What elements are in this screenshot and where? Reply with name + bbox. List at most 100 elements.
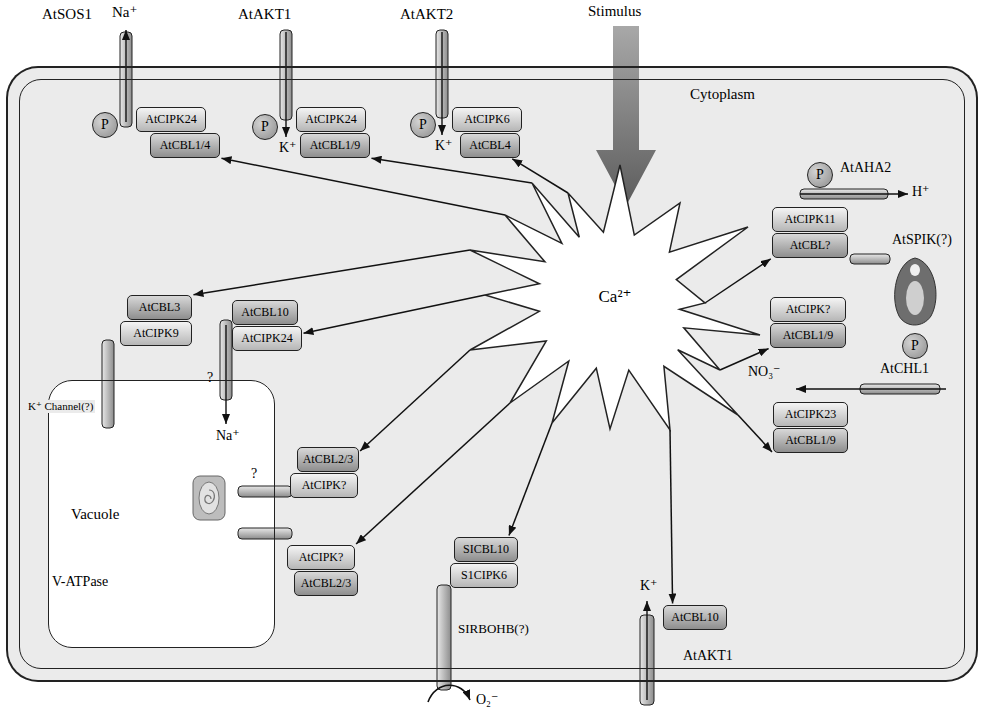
enzyme-symbol [437,585,451,690]
cell-outline: CytoplasmPAtCIPK24AtCBL1/4PAtCIPK24AtCBL… [8,68,976,680]
unknown-mark: ? [207,370,213,386]
node-text: P [816,167,824,182]
kinase-box: AtCIPK9 [120,321,192,346]
phospho-circle: P [252,114,278,140]
channel-symbol [102,340,114,428]
ion-label: K⁺ [435,138,453,154]
node-text: P [419,117,427,132]
node-text: AtCIPK? [302,479,347,492]
sensor-box: AtCBL1/9 [773,428,848,453]
kinase-box: AtCIPK? [290,473,358,498]
signal-arrow [303,295,485,333]
node-text: AtCIPK? [299,551,344,564]
node-text: AtCIPK? [786,303,831,316]
kinase-box: AtCIPK24 [136,107,206,132]
channel-symbol [238,486,292,497]
signal-arrow [705,259,771,303]
node-text: SICBL10 [463,543,509,556]
node-text: AtCBL10 [671,611,718,624]
ion-flow-arrow [441,32,442,135]
node-text: AtCIPK24 [145,113,196,126]
ion-label: Na⁺ [112,4,137,21]
protein-label: AtAKT2 [400,6,453,23]
unknown-mark: ? [251,466,257,482]
signal-arrow [360,350,470,451]
node-text: AtCBL1/9 [785,434,836,447]
stimulus-arrow [596,26,656,206]
signal-arrow [512,159,568,193]
protein-label: AtSOS1 [42,6,92,23]
signal-arrow [509,423,552,536]
protein-label: AtAKT1 [238,6,291,23]
vacuole-ground [48,380,275,648]
kinase-box: AtCIPK23 [773,402,848,427]
sensor-box: AtCBL10 [663,605,727,630]
sensor-box: AtCBL4 [460,133,520,158]
node-text: AtCIPK9 [133,327,178,340]
ion-label: O₂⁻ [476,692,498,708]
channel-symbol [850,254,890,264]
region-label: Vacuole [71,506,119,523]
cell-ground [8,68,976,680]
signal-arrow [221,158,505,215]
pollen-picture [910,264,920,276]
node-text: Ca²⁺ [599,288,632,307]
protein-label: SIRBOHB(?) [458,622,529,637]
vacuole-picture [193,476,225,520]
sensor-box: AtCBL10 [232,300,298,325]
vacuole-outline: Vacuole [48,380,275,648]
vacuole-picture [205,490,215,504]
ros-arrow [428,685,470,702]
node-text: P [101,117,109,132]
node-text: P [911,338,919,353]
sensor-box: AtCBL1/4 [150,133,220,158]
pollen-picture [906,281,924,315]
pollen-picture [895,258,936,325]
kinase-box: AtCIPK6 [452,107,522,132]
node-text: AtCBL10 [241,306,288,319]
ion-flow-arrow [796,388,946,389]
protein-label: AtAHA2 [840,160,891,176]
node-text: S1CIPK6 [461,569,507,582]
sensor-box: AtCBL? [772,233,848,258]
sensor-box: AtCBL3 [127,295,192,320]
pump-label: V-ATPase [52,574,108,590]
ion-label: K⁺ [640,578,658,594]
sensor-box: AtCBL2/3 [297,447,359,472]
protein-label: AtAKT1 [683,648,733,664]
kinase-box: AtCIPK11 [772,207,848,232]
signal-arrow [193,250,470,295]
node-text: AtCBL2/3 [303,453,354,466]
signal-arrow [371,158,532,183]
protein-label: AtCHL1 [880,361,929,377]
kinase-box: AtCIPK? [287,545,355,570]
signal-arrow [356,403,510,544]
sensor-box: AtCBL1/9 [770,323,846,348]
kinase-box: AtCIPK24 [296,107,366,132]
ion-label: NO₃⁻ [748,364,781,380]
kinase-box: AtCIPK? [770,297,846,322]
node-text: AtCIPK11 [785,213,836,226]
ion-label: Na⁺ [216,428,240,444]
pump-symbol [238,528,292,539]
node-text: AtCBL1/9 [310,139,361,152]
node-text: AtCBL? [790,239,831,252]
ion-label: K⁺ [279,140,297,156]
ion-flow-arrow [225,325,226,424]
node-text: AtCBL4 [469,139,510,152]
protein-label: AtSPIK(?) [892,232,952,248]
phospho-circle: P [807,162,833,188]
burst-outline [470,165,760,430]
ion-label: H⁺ [912,184,930,200]
kinase-box: S1CIPK6 [450,563,518,588]
region-label: Cytoplasm [690,86,755,103]
phospho-circle: P [92,112,118,138]
phospho-circle: P [410,112,436,138]
node-text: AtCBL3 [139,301,180,314]
ion-flow-arrow [646,601,647,700]
signal-arrow [670,430,673,604]
vacuole-picture [199,482,219,514]
node-text: AtCIPK24 [305,113,356,126]
ion-flow-arrow [285,32,286,137]
